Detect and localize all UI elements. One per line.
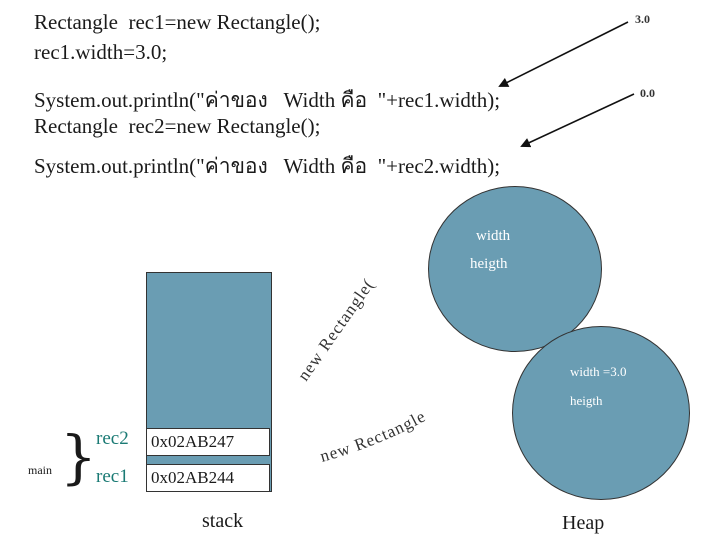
heap-object-rec1-height-field: heigth [570, 393, 603, 408]
main-frame-label: main [28, 463, 52, 477]
heap-object-rec1 [512, 326, 690, 500]
code-line-1: Rectangle rec1=new Rectangle(); [34, 10, 321, 34]
heap-object-rec2-height-field: heigth [470, 256, 508, 272]
stack-caption: stack [202, 510, 244, 532]
heap-object-rec1-width-field: width =3.0 [570, 364, 627, 379]
heap-caption: Heap [562, 512, 605, 534]
heap-object-rec2 [428, 186, 602, 352]
main-brace: } [60, 423, 97, 491]
stack-var-rec1: rec1 [96, 466, 129, 487]
arrow-label-lower: new Rectangle(); [0, 0, 428, 466]
code-line-3: System.out.println("ค่าของ Width คือ "+r… [34, 88, 501, 112]
stack-var-rec2: rec2 [96, 428, 129, 449]
output-value-second: 0.0 [640, 86, 655, 100]
code-line-2: rec1.width=3.0; [34, 40, 168, 64]
stack-cell-rec2: 0x02AB247 [146, 428, 270, 456]
heap-object-rec2-width-field: width [476, 228, 511, 244]
code-line-4: Rectangle rec2=new Rectangle(); [34, 114, 321, 138]
stack-cell-rec1: 0x02AB244 [146, 464, 270, 492]
arrow-output-second [520, 93, 635, 148]
code-line-5: System.out.println("ค่าของ Width คือ "+r… [34, 154, 501, 178]
arrow-label-upper: new Rectangle(); [0, 0, 378, 384]
arrow-output-first [498, 21, 629, 87]
output-value-first: 3.0 [635, 12, 650, 26]
